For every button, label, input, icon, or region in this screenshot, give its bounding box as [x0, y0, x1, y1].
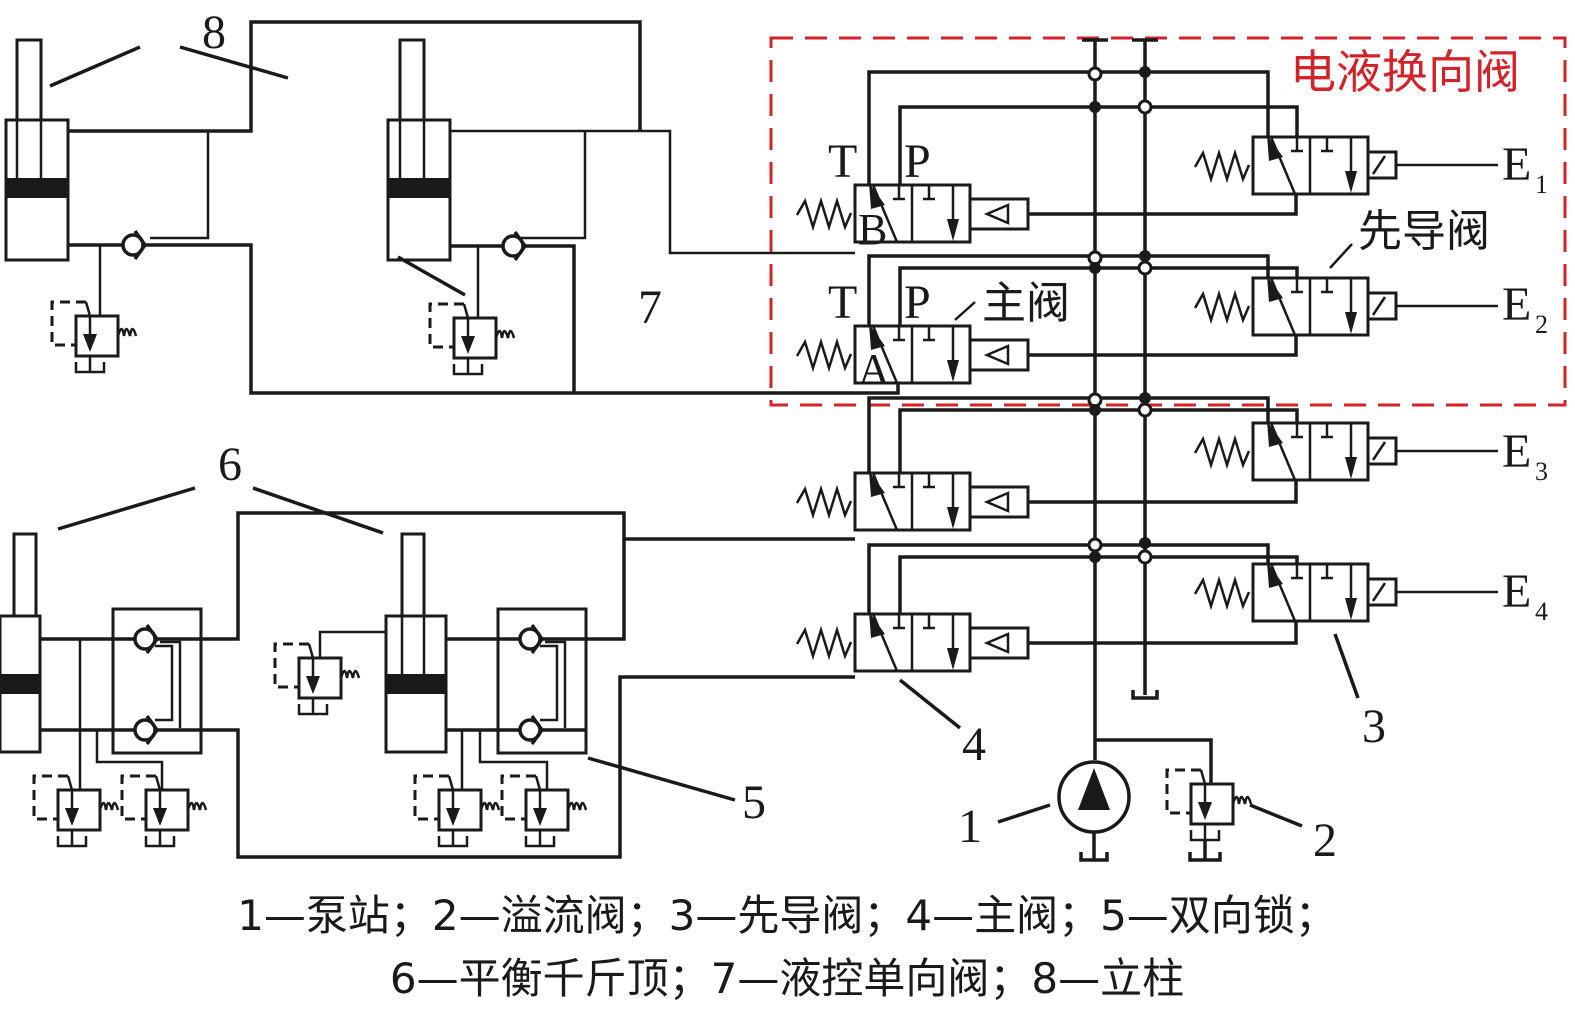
callout-leader-2: [1249, 803, 1303, 828]
callout-leader-4: [898, 678, 962, 730]
svg-text:E: E: [1502, 278, 1531, 331]
valve-row-2: [795, 250, 1500, 385]
column-1: [4, 38, 70, 262]
column-upper-line: [68, 20, 642, 133]
balance-jack-1: [0, 532, 42, 754]
callout-1: 1: [958, 800, 982, 853]
pilot-valve-1: [1193, 133, 1500, 196]
solenoid-label-E1: E 1: [1502, 138, 1548, 199]
check-valve-1: [121, 229, 147, 261]
callout-leader-8: [179, 45, 289, 80]
solenoid-label-E2: E 2: [1502, 278, 1548, 339]
callout-leader-6: [252, 486, 384, 535]
pilot-valve-label: 先导阀: [1358, 206, 1490, 257]
column-lower-line: [145, 243, 900, 395]
column-supply-line: [450, 129, 855, 255]
callout-3: 3: [1362, 700, 1386, 753]
pump-station: [1057, 760, 1131, 862]
main-valve-3: [795, 469, 1030, 532]
port-label-P: P: [904, 276, 931, 329]
valve-row-4: [795, 537, 1500, 673]
relief-supply-line: [1095, 738, 1213, 784]
main-valve-1: [795, 181, 1030, 244]
system-relief-valve: [1165, 768, 1253, 842]
caption-line-2: 6—平衡千斤顶；7—液控单向阀；8—立柱: [390, 954, 1184, 1003]
port-label-B: B: [858, 205, 887, 254]
svg-text:E: E: [1502, 138, 1531, 191]
svg-text:E: E: [1502, 425, 1531, 478]
main-valve-4: [795, 610, 1030, 673]
callout-leader-3: [1333, 633, 1360, 699]
port-label-A: A: [858, 345, 890, 394]
column-relief-valve-1: [50, 300, 138, 374]
callout-leader-1: [997, 803, 1051, 824]
jack-relief-valve: [120, 774, 208, 848]
jack-relief-valve: [413, 774, 501, 848]
tank-symbol: [1131, 690, 1159, 700]
callout-leader-8: [49, 45, 141, 88]
main-valve-2: [795, 322, 1030, 385]
callout-2: 2: [1313, 814, 1337, 867]
pilot-valve-4: [1193, 560, 1500, 623]
jack-relief-valve: [500, 774, 588, 848]
svg-text:2: 2: [1535, 310, 1548, 339]
callout-8: 8: [202, 6, 226, 59]
column-relief-valve-2: [428, 302, 516, 376]
jack-relief-valve: [32, 774, 120, 848]
pilot-line: [150, 131, 210, 240]
callout-6: 6: [218, 438, 242, 491]
valve-row-1: [795, 66, 1500, 244]
callout-4: 4: [962, 718, 986, 771]
callout-leader-5: [587, 756, 736, 802]
callout-5: 5: [742, 776, 766, 829]
check-valve-2: [501, 230, 527, 262]
pilot-valve-leader: [1329, 243, 1353, 269]
column-2: [386, 38, 452, 262]
port-label-T: T: [828, 135, 857, 188]
main-valve-leader: [954, 301, 976, 321]
tank-symbol: [1188, 852, 1222, 862]
caption-line-1: 1—泵站；2—溢流阀；3—先导阀；4—主阀；5—双向锁；: [237, 891, 1337, 940]
svg-text:E: E: [1502, 565, 1531, 618]
jack-upper-line: [40, 511, 855, 641]
jack-relief-valve: [273, 642, 361, 716]
callout-leader-7: [397, 255, 466, 297]
svg-text:3: 3: [1535, 457, 1548, 486]
svg-text:4: 4: [1535, 597, 1548, 626]
jack-lower-line: [40, 675, 855, 859]
svg-text:1: 1: [1535, 170, 1548, 199]
pilot-valve-2: [1193, 274, 1500, 337]
solenoid-label-E3: E 3: [1502, 425, 1548, 486]
solenoid-label-E4: E 4: [1502, 565, 1548, 626]
port-label-T: T: [828, 276, 857, 329]
balance-jack-2: [384, 532, 448, 754]
pilot-valve-3: [1193, 419, 1500, 482]
electro-hydraulic-valve-label: 电液换向阀: [1290, 45, 1520, 99]
callout-7: 7: [638, 281, 662, 334]
callout-leader-6: [57, 486, 196, 531]
main-valve-label: 主阀: [982, 278, 1070, 329]
valve-row-3: [795, 392, 1500, 532]
pilot-line: [520, 131, 587, 240]
port-label-P: P: [904, 135, 931, 188]
